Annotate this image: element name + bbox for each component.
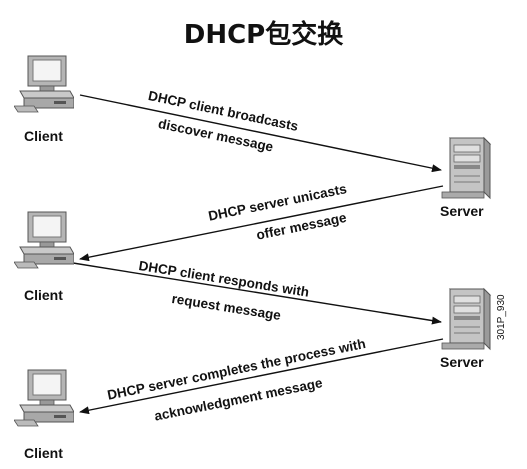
figure-reference-code: 301P_930 [496,294,507,340]
client-label: Client [24,445,63,461]
server-tower-icon [441,136,492,200]
server-label: Server [440,203,484,219]
server-label: Server [440,354,484,370]
client-computer-icon [14,369,74,427]
arrow-discover [79,94,442,173]
arrow-offer [79,185,444,262]
client-computer-icon [14,55,74,113]
diagram-title: DHCP包交换 [183,20,344,50]
client-label: Client [24,128,63,144]
server-tower-icon [441,287,492,351]
arrow-acknowledgment [79,338,444,415]
client-computer-icon [14,211,74,269]
arrow-request [72,262,442,325]
client-label: Client [24,287,63,303]
